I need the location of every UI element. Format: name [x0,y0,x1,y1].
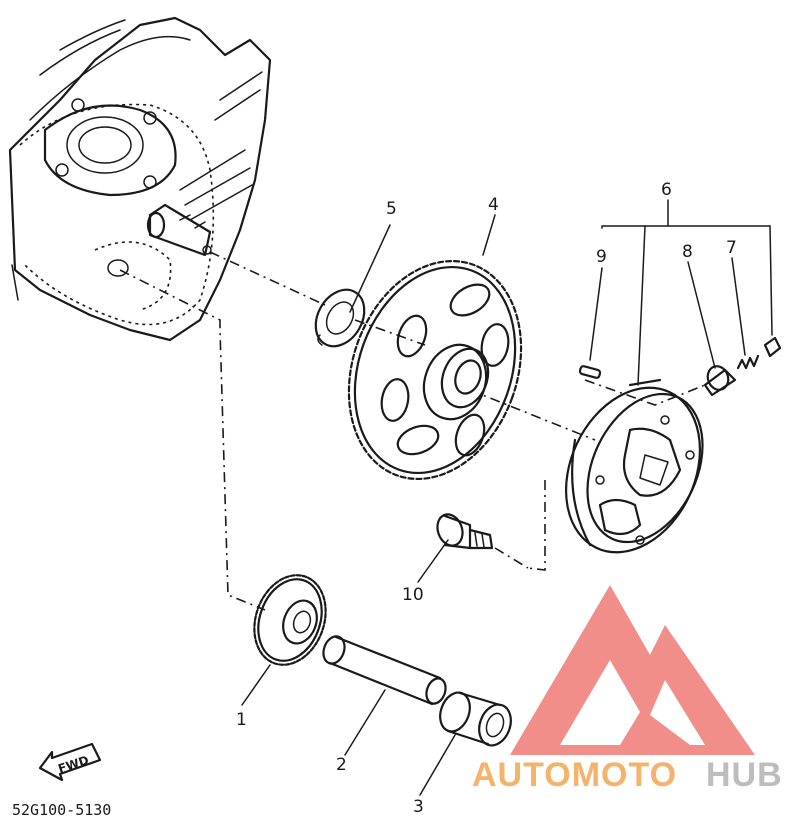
spring-part-7 [736,354,760,370]
callout-6: 6 [661,180,672,200]
fwd-arrow: FWD [38,742,102,782]
roller-part-8 [703,365,737,397]
callout-7: 7 [726,238,737,258]
washer-part-5 [314,288,366,348]
callout-2: 2 [336,755,347,775]
bushing-part-3 [439,691,512,747]
starter-clutch-part-6 [564,378,704,554]
fwd-label: FWD [56,753,90,776]
callout-10: 10 [402,585,424,605]
clutch-small-parts [578,336,782,397]
watermark-logo [510,585,755,755]
callout-5: 5 [386,199,397,219]
assembly-centerlines [119,251,706,611]
callouts: 1 2 3 4 5 6 7 8 9 10 [236,180,737,817]
engine-case [8,16,272,342]
callout-9: 9 [596,247,607,267]
spring-cap [763,336,782,358]
watermark-word-hub: HUB [706,756,783,794]
shaft-part-2 [322,635,447,706]
callout-8: 8 [682,242,693,262]
callout-4: 4 [488,195,499,215]
callout-1: 1 [236,710,247,730]
part-code: 52G100-5130 [12,801,111,819]
logo-mark-icon [510,585,755,755]
leader-lines [241,199,773,796]
idle-gear-part-1 [253,574,327,666]
callout-3: 3 [413,797,424,817]
pin-part-9 [578,365,602,379]
bolt-part-10 [436,513,494,550]
watermark-word-automoto: AUTOMOTO [472,756,677,794]
driven-gear-part-4 [347,259,523,481]
